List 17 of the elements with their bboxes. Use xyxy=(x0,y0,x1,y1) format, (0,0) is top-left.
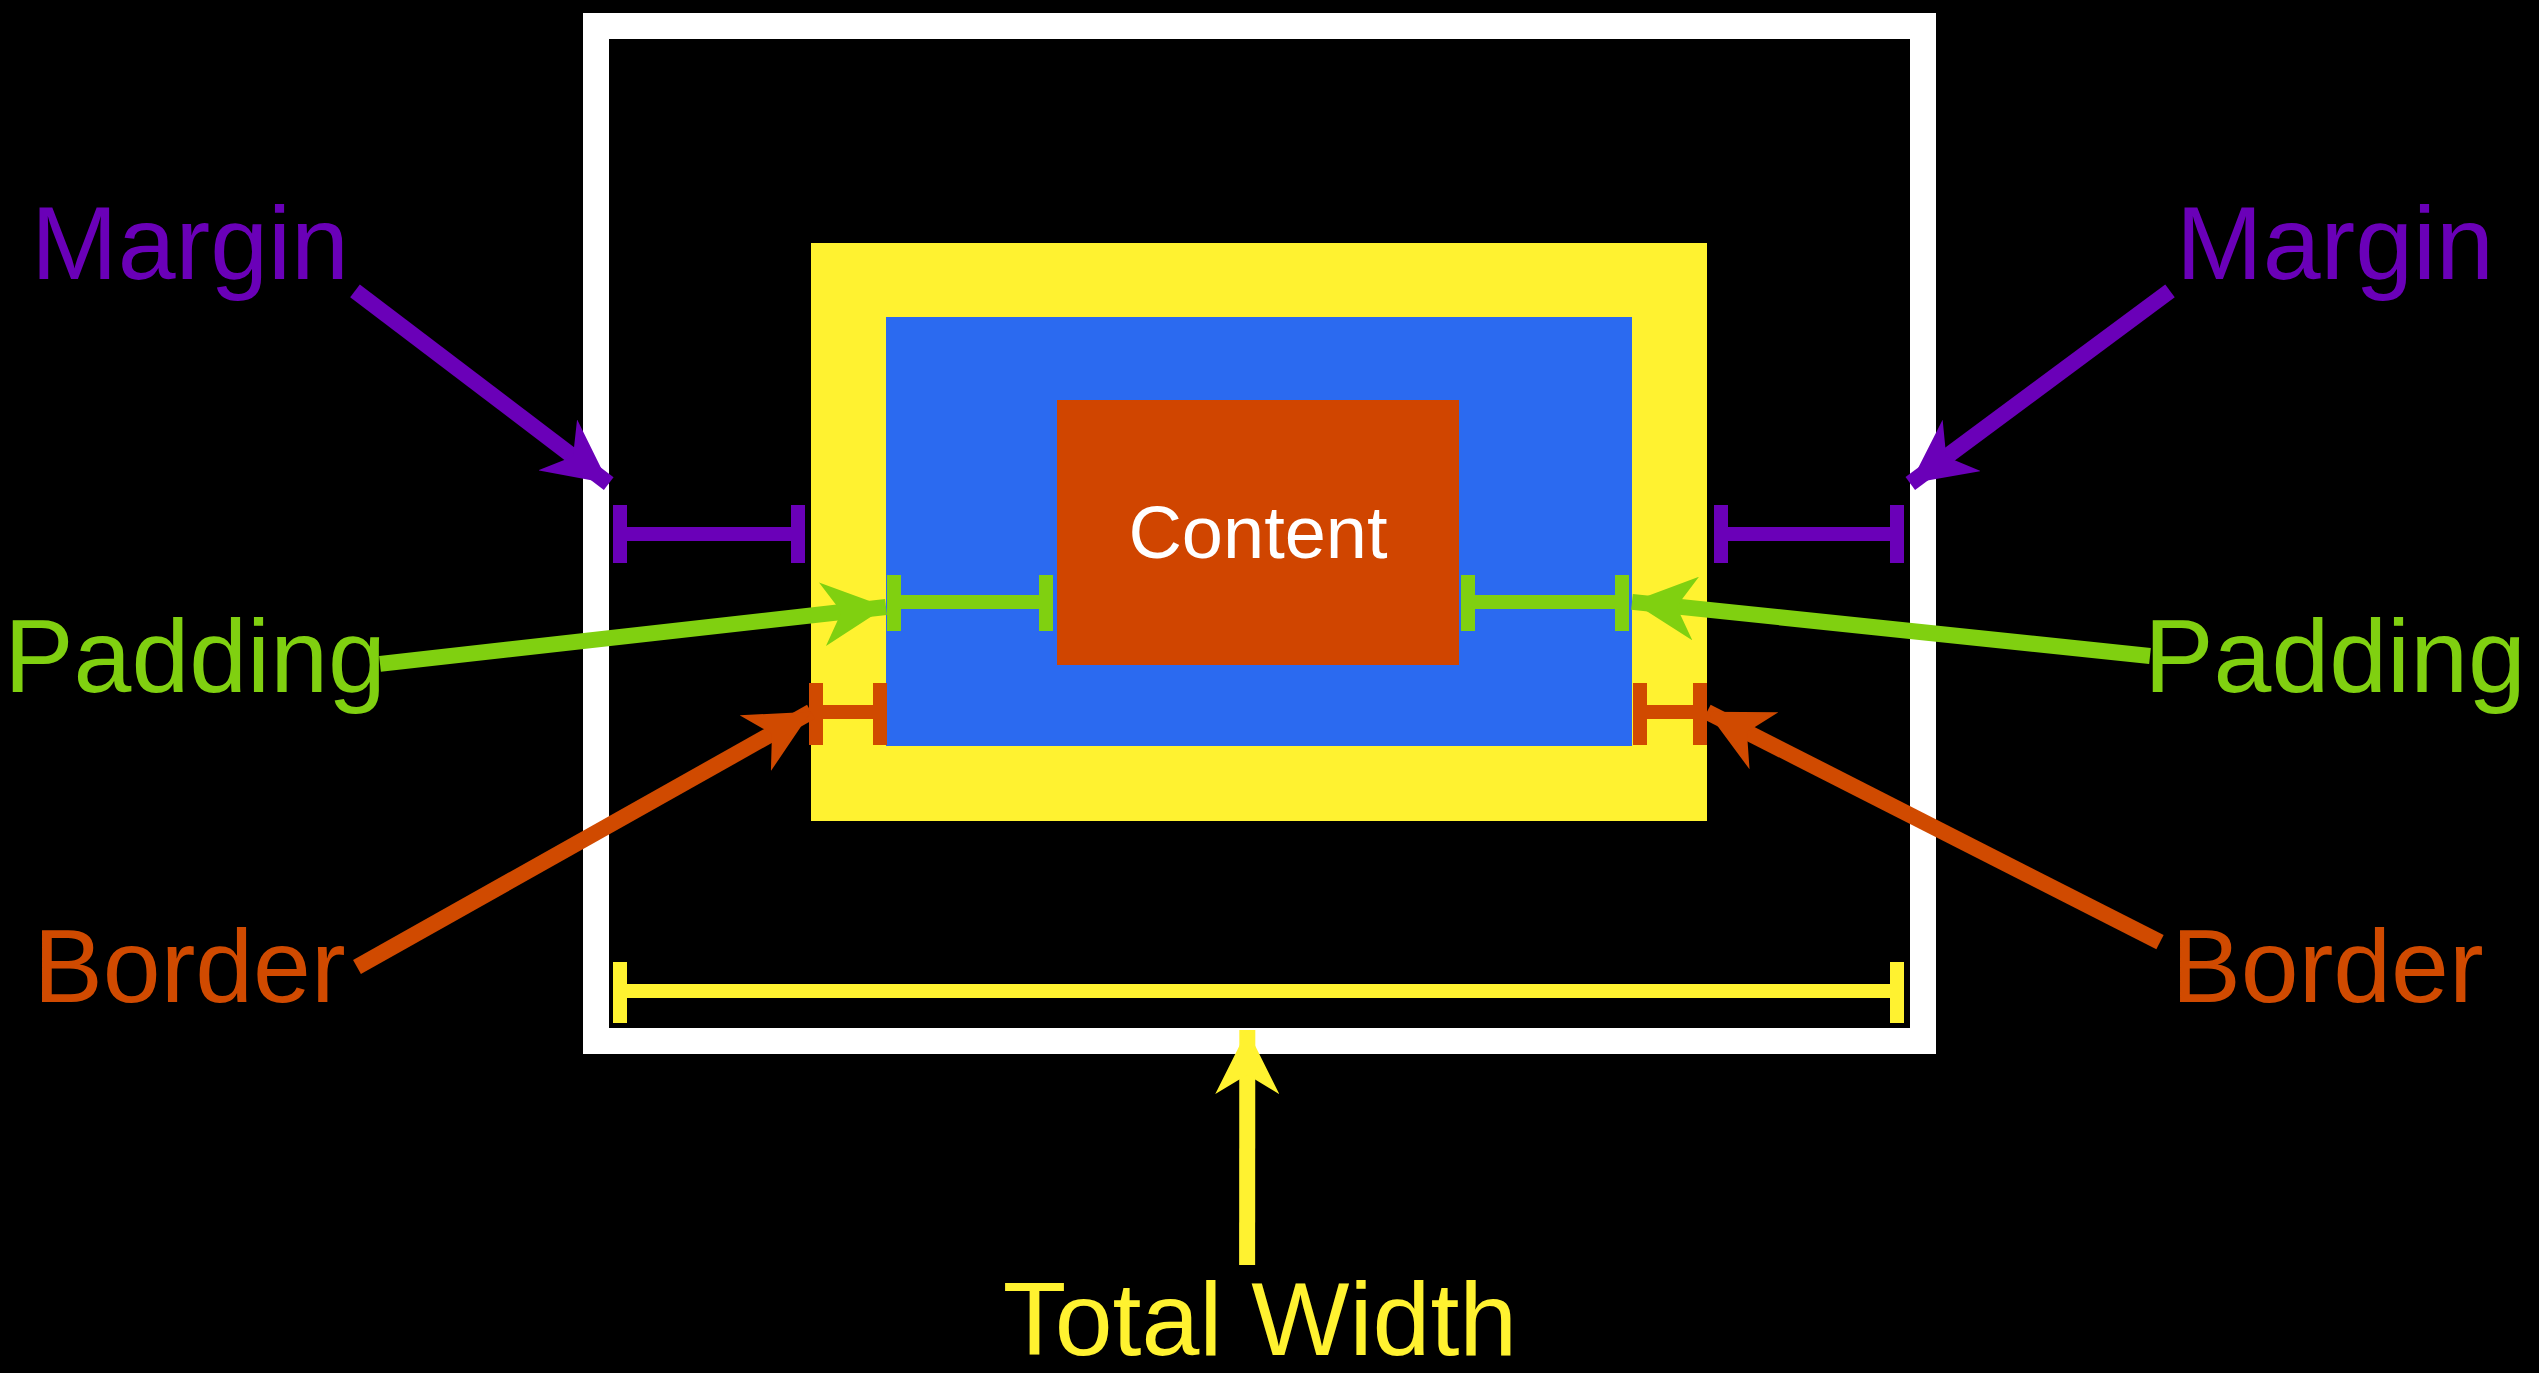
content-box xyxy=(1057,400,1459,665)
margin-box xyxy=(583,13,1936,1054)
callout-label: Padding xyxy=(2150,600,2520,712)
callout-label: Padding xyxy=(10,600,380,712)
padding-box xyxy=(886,317,1632,746)
leader-arrow xyxy=(1215,1030,1280,1265)
callout-label: Total Width xyxy=(980,1265,1540,1373)
leader-arrow xyxy=(350,284,614,490)
border-box xyxy=(811,243,1707,821)
callout-label: Border xyxy=(22,912,357,1020)
callout-label: Margin xyxy=(25,186,355,300)
leader-arrow xyxy=(1905,284,2175,490)
callout-label: Margin xyxy=(2170,186,2500,300)
content-label: Content xyxy=(1128,490,1388,575)
leader-arrow xyxy=(1631,576,2151,664)
leader-arrow xyxy=(379,582,887,672)
callout-label: Border xyxy=(2160,912,2495,1020)
